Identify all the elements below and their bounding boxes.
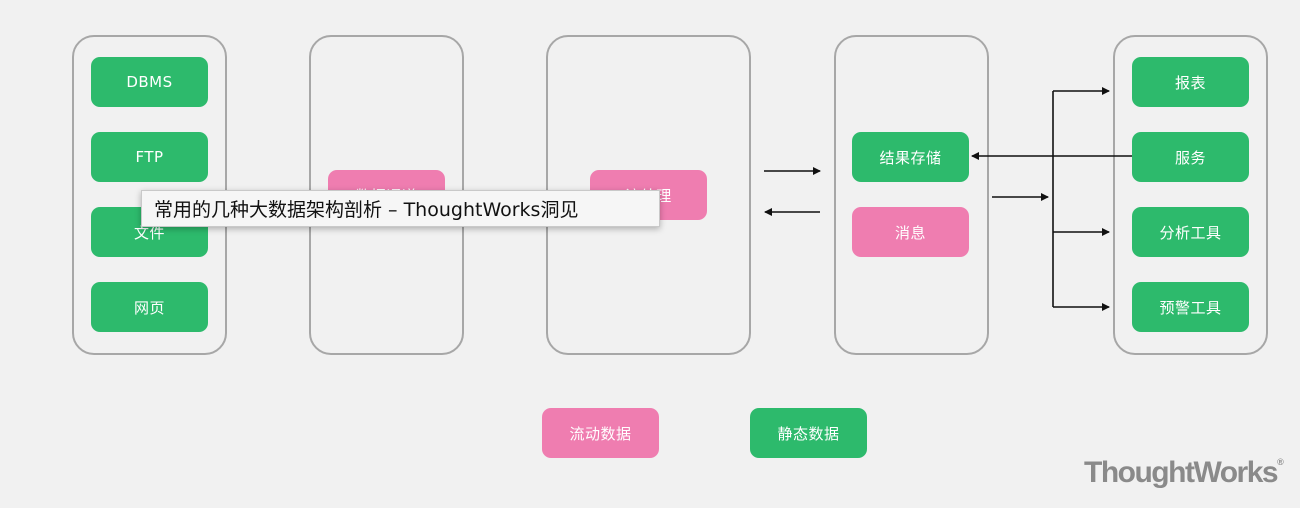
message-box: 消息 (852, 207, 969, 257)
output-analysis-tools: 分析工具 (1132, 207, 1249, 257)
logo-text: ThoughtWorks (1084, 456, 1279, 489)
source-dbms: DBMS (91, 57, 208, 107)
storage-column (834, 35, 989, 355)
source-ftp: FTP (91, 132, 208, 182)
legend-flowing-data: 流动数据 (542, 408, 659, 458)
title-tooltip: 常用的几种大数据架构剖析 – ThoughtWorks洞见 (141, 190, 660, 227)
legend-static-data: 静态数据 (750, 408, 867, 458)
output-report: 报表 (1132, 57, 1249, 107)
logo-registered-mark: ® (1277, 457, 1284, 467)
output-alert-tools: 预警工具 (1132, 282, 1249, 332)
output-service: 服务 (1132, 132, 1249, 182)
source-webpage: 网页 (91, 282, 208, 332)
result-store-box: 结果存储 (852, 132, 969, 182)
thoughtworks-logo: ThoughtWorks® (1084, 456, 1284, 490)
